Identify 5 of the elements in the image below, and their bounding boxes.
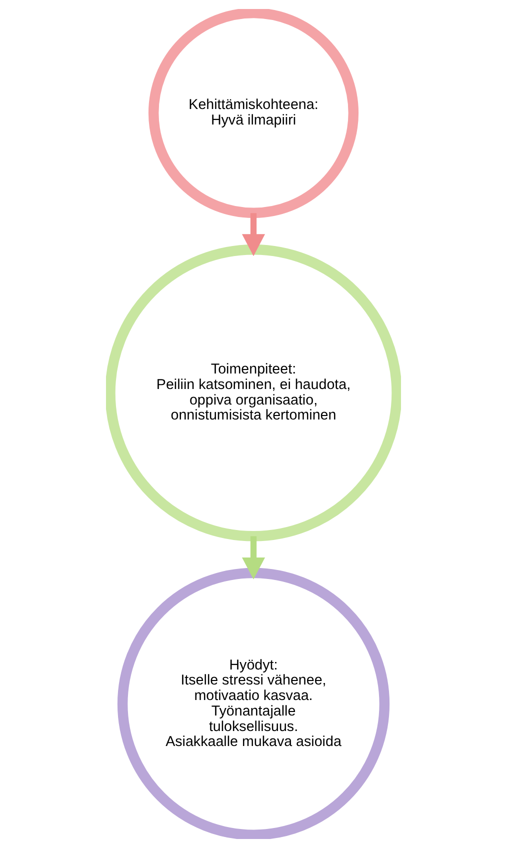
node-circle: Kehittämiskohteena: Hyvä ilmapiiri xyxy=(148,8,358,218)
node-circle: Hyödyt: Itselle stressi vähenee, motivaatio kasvaa. Työnantajalle tuloksellisuus. Asiakkaalle mukava asioida xyxy=(116,567,390,838)
arrow xyxy=(241,536,265,579)
arrow xyxy=(241,212,265,256)
node-circle: Toimenpiteet: Peiliin katsominen, ei haudota, oppiva organisaatio, onnistumisista kertominen xyxy=(106,244,400,541)
